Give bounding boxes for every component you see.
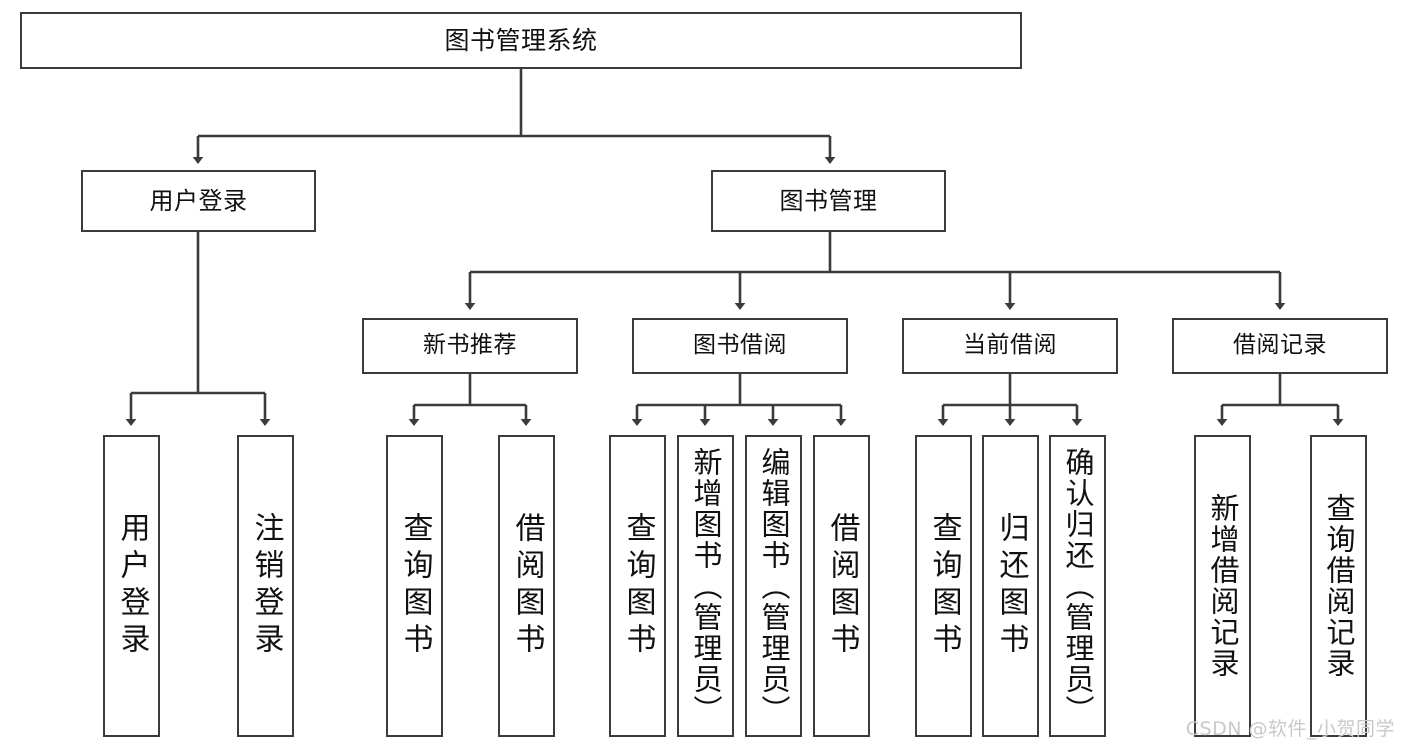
node-label: 用户登录	[149, 186, 248, 215]
node-label: 图书管理	[779, 186, 878, 215]
node-label: 借阅图书	[824, 512, 860, 660]
watermark: CSDN @软件_小贺同学	[1185, 718, 1395, 740]
node-label: 编辑图书（管理员）	[757, 446, 791, 726]
node-label: 当前借阅	[963, 332, 1057, 359]
leaf-query-book-borrow[interactable]: 查询图书	[609, 435, 666, 737]
node-book-borrow[interactable]: 图书借阅	[632, 318, 848, 374]
node-label: 图书管理系统	[444, 25, 598, 55]
leaf-edit-book-admin[interactable]: 编辑图书（管理员）	[745, 435, 802, 737]
node-borrow-record[interactable]: 借阅记录	[1172, 318, 1388, 374]
leaf-logout[interactable]: 注销登录	[237, 435, 294, 737]
node-label: 归还图书	[993, 512, 1029, 660]
node-user-login[interactable]: 用户登录	[81, 170, 316, 232]
node-label: 查询借阅记录	[1322, 493, 1356, 679]
node-label: 图书借阅	[693, 332, 787, 359]
node-label: 查询图书	[397, 512, 433, 660]
node-label: 新增图书（管理员）	[689, 446, 723, 726]
leaf-user-login[interactable]: 用户登录	[103, 435, 160, 737]
node-label: 借阅图书	[509, 512, 545, 660]
leaf-add-book-admin[interactable]: 新增图书（管理员）	[677, 435, 734, 737]
leaf-add-borrow-record[interactable]: 新增借阅记录	[1194, 435, 1251, 737]
node-label: 查询图书	[926, 512, 962, 660]
leaf-query-book-current[interactable]: 查询图书	[915, 435, 972, 737]
node-label: 新增借阅记录	[1206, 493, 1240, 679]
node-label: 借阅记录	[1233, 332, 1327, 359]
leaf-borrow-book[interactable]: 借阅图书	[813, 435, 870, 737]
node-label: 确认归还（管理员）	[1061, 446, 1095, 726]
node-book-management[interactable]: 图书管理	[711, 170, 946, 232]
node-current-borrow[interactable]: 当前借阅	[902, 318, 1118, 374]
leaf-confirm-return-admin[interactable]: 确认归还（管理员）	[1049, 435, 1106, 737]
node-new-book-recommend[interactable]: 新书推荐	[362, 318, 578, 374]
node-root[interactable]: 图书管理系统	[20, 12, 1022, 69]
leaf-return-book[interactable]: 归还图书	[982, 435, 1039, 737]
leaf-query-book-recommend[interactable]: 查询图书	[386, 435, 443, 737]
node-label: 新书推荐	[423, 332, 517, 359]
leaf-borrow-book-recommend[interactable]: 借阅图书	[498, 435, 555, 737]
node-label: 用户登录	[114, 512, 150, 660]
leaf-query-borrow-record[interactable]: 查询借阅记录	[1310, 435, 1367, 737]
node-label: 注销登录	[248, 512, 284, 660]
node-label: 查询图书	[620, 512, 656, 660]
